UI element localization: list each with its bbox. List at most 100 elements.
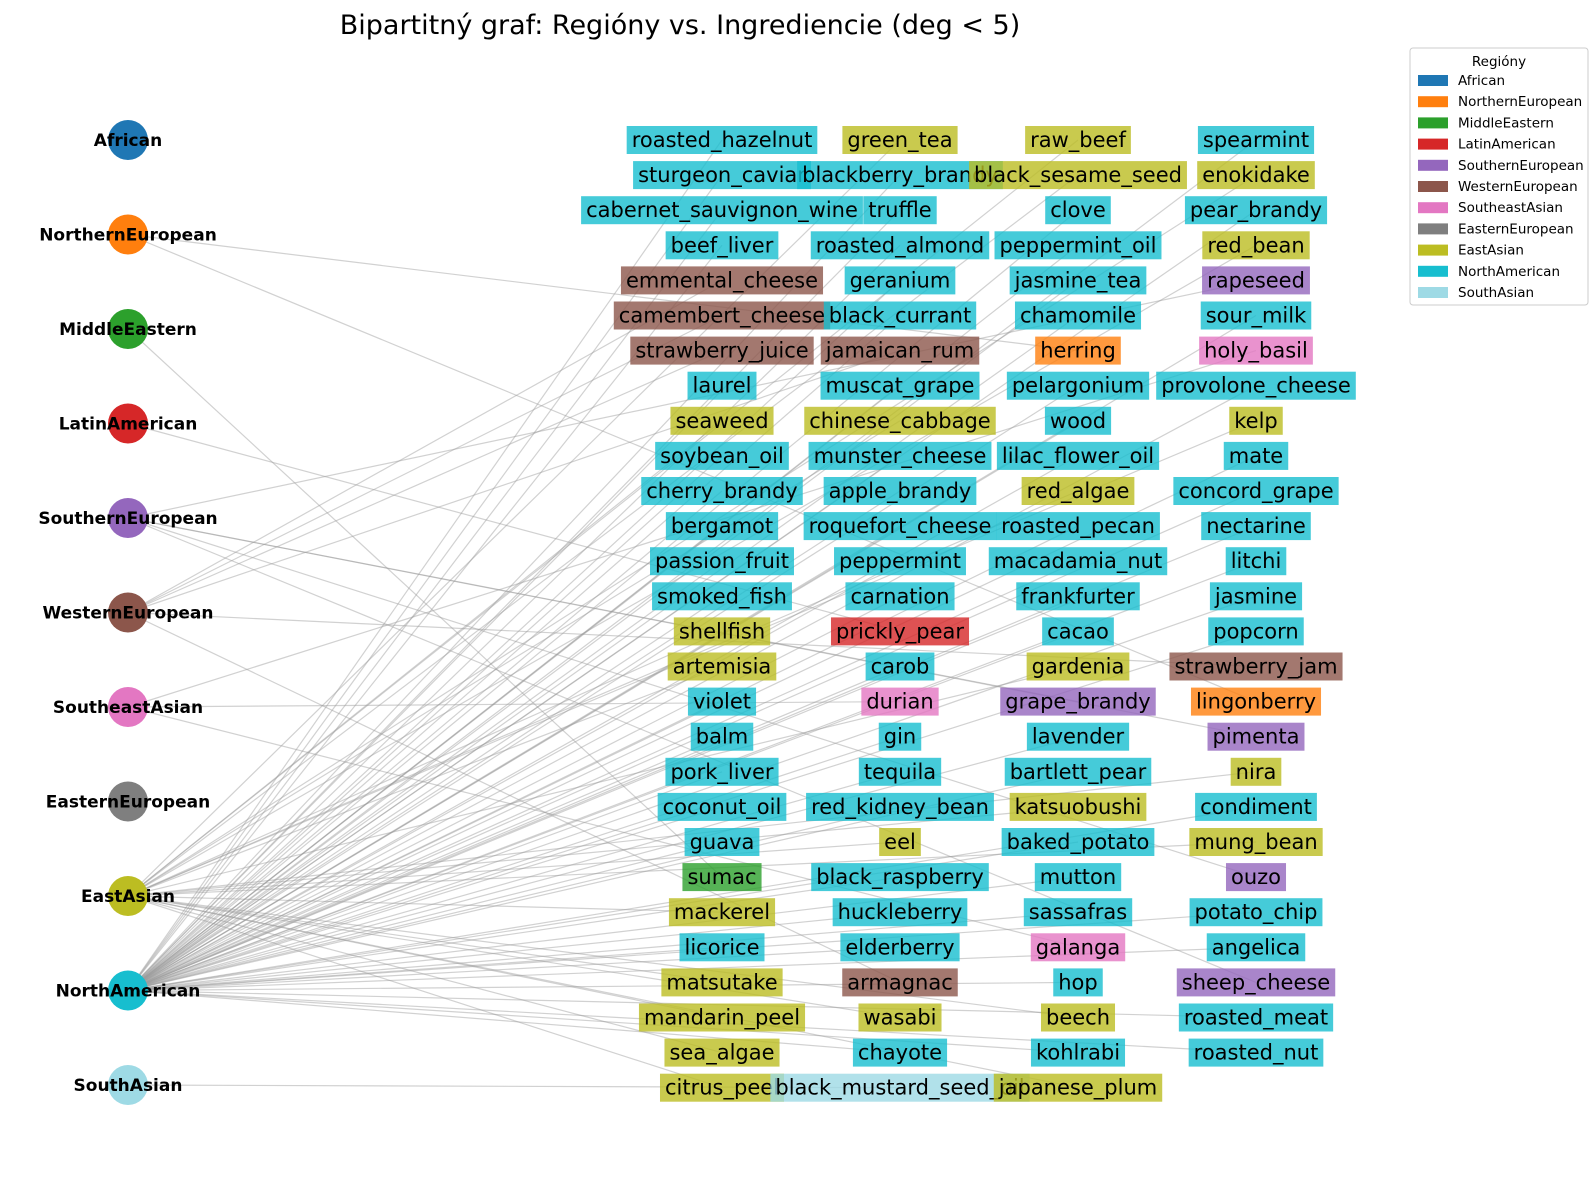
ingredient-label: pimenta [1213, 725, 1300, 749]
legend-title: Regióny [1472, 54, 1526, 70]
ingredient-label: roasted_meat [1184, 1006, 1328, 1031]
ingredient-box [820, 371, 980, 400]
ingredient-node-japanese_plum: japanese_plum [993, 1073, 1163, 1102]
ingredient-label: popcorn [1213, 619, 1298, 643]
ingredient-box [1156, 371, 1356, 400]
ingredient-label: jasmine [1214, 584, 1297, 608]
region-circle [108, 214, 148, 255]
graph-title: Bipartitný graf: Regióny vs. Ingredienci… [340, 10, 1021, 41]
ingredient-node-bartlett_pear: bartlett_pear [1004, 757, 1152, 786]
ingredient-box [667, 652, 777, 681]
ingredient-node-matsutake: matsutake [661, 968, 783, 997]
ingredient-box [641, 477, 803, 505]
ingredient-box [1208, 617, 1304, 646]
edge-EastAsian-mackerel [127, 895, 723, 913]
ingredient-label: provolone_cheese [1161, 374, 1351, 399]
ingredient-label: peppermint_oil [1000, 233, 1157, 258]
ingredient-nodes-layer: roasted_hazelnutsturgeon_caviarcabernet_… [581, 126, 1356, 1102]
legend-item-WesternEuropean: WesternEuropean [1418, 179, 1578, 195]
edge-NorthAmerican-peppermint_oil [127, 244, 1079, 991]
ingredient-label: apple_brandy [829, 479, 972, 504]
ingredient-node-litchi: litchi [1225, 547, 1287, 576]
edge-WesternEuropean-camembert_cheese [127, 314, 723, 614]
ingredient-box [840, 933, 960, 962]
edge-NorthAmerican-bergamot [127, 525, 723, 991]
ingredient-node-nira: nira [1230, 757, 1282, 786]
ingredient-node-munster_cheese: munster_cheese [808, 441, 992, 470]
ingredient-label: strawberry_jam [1174, 655, 1337, 680]
ingredient-box [1009, 266, 1147, 295]
ingredient-label: galanga [1036, 935, 1120, 959]
ingredient-box [1189, 898, 1323, 927]
region-node-SoutheastAsian: SoutheastAsian [53, 687, 203, 727]
ingredient-node-popcorn: popcorn [1208, 617, 1304, 646]
ingredient-box [1202, 231, 1310, 260]
region-circle [108, 592, 148, 633]
ingredient-label: black_raspberry [816, 865, 984, 890]
ingredient-box [661, 968, 783, 997]
ingredient-box [665, 231, 779, 260]
edge-NorthernEuropean-herring [127, 233, 1079, 352]
region-circle [108, 1065, 148, 1105]
ingredient-node-balm: balm [690, 722, 754, 751]
ingredient-label: geranium [850, 268, 951, 292]
legend-item-NorthAmerican: NorthAmerican [1418, 264, 1560, 280]
ingredient-node-cherry_brandy: cherry_brandy [641, 477, 803, 505]
ingredient-box [620, 266, 824, 295]
ingredient-box [804, 406, 996, 435]
ingredient-label: camembert_cheese [619, 304, 825, 329]
ingredient-label: carob [871, 655, 930, 679]
edge-NorthAmerican-roasted_almond [127, 244, 901, 991]
ingredient-node-blackberry_brandy: blackberry_brandy [797, 161, 1003, 190]
region-circle [108, 876, 148, 916]
ingredient-node-sturgeon_caviar: sturgeon_caviar [633, 161, 811, 190]
ingredient-label: potato_chip [1195, 900, 1318, 925]
edge-NorthAmerican-cherry_brandy [127, 490, 723, 991]
edge-EastAsian-sea_algae [127, 895, 723, 1054]
ingredient-label: lingonberry [1196, 690, 1316, 714]
edge-NorthAmerican-peppermint [127, 560, 901, 992]
region-label: African [94, 131, 162, 151]
ingredient-node-smoked_fish: smoked_fish [652, 582, 792, 611]
ingredient-box [1030, 933, 1126, 962]
region-circle [108, 781, 148, 822]
region-circle [108, 120, 148, 160]
ingredient-node-kohlrabi: kohlrabi [1030, 1038, 1126, 1067]
ingredient-label: balm [696, 725, 749, 749]
ingredient-box [1195, 792, 1317, 821]
ingredient-label: lilac_flower_oil [1002, 444, 1154, 469]
ingredient-node-soybean_oil: soybean_oil [655, 441, 789, 470]
ingredient-label: armagnac [847, 970, 953, 994]
edge-NorthAmerican-beef_liver [127, 244, 723, 991]
ingredient-box [690, 722, 754, 751]
ingredient-node-elderberry: elderberry [840, 933, 960, 962]
ingredient-box [852, 1038, 948, 1067]
ingredient-label: roasted_hazelnut [632, 128, 813, 153]
ingredient-box [1225, 863, 1287, 892]
region-label: SouthAsian [74, 1076, 183, 1096]
ingredient-node-armagnac: armagnac [842, 968, 958, 997]
ingredient-label: cacao [1047, 619, 1109, 643]
region-node-NorthAmerican: NorthAmerican [56, 970, 200, 1011]
ingredient-node-grape_brandy: grape_brandy [1000, 687, 1156, 716]
ingredient-node-eel: eel [879, 828, 921, 856]
ingredient-label: carnation [850, 584, 949, 608]
ingredient-label: mung_bean [1194, 830, 1317, 855]
edge-NorthAmerican-red_kidney_bean [127, 806, 901, 992]
edge-EastAsian-seaweed [127, 420, 723, 897]
ingredient-label: japanese_plum [998, 1076, 1157, 1101]
ingredient-node-roasted_nut: roasted_nut [1188, 1038, 1324, 1067]
ingredient-label: red_bean [1207, 233, 1304, 258]
ingredient-label: muscat_grape [826, 374, 975, 399]
ingredient-box [684, 828, 760, 856]
ingredient-box [808, 441, 992, 470]
ingredient-node-wasabi: wasabi [858, 1003, 942, 1032]
ingredient-label: black_currant [829, 304, 971, 329]
ingredient-label: pear_brandy [1190, 198, 1322, 223]
edge-NorthAmerican-huckleberry [127, 911, 901, 992]
ingredient-node-jasmine: jasmine [1209, 582, 1303, 611]
legend-item-SouthAsian: SouthAsian [1418, 285, 1534, 301]
ingredient-label: clove [1050, 198, 1106, 222]
ingredient-node-rapeseed: rapeseed [1202, 266, 1310, 295]
